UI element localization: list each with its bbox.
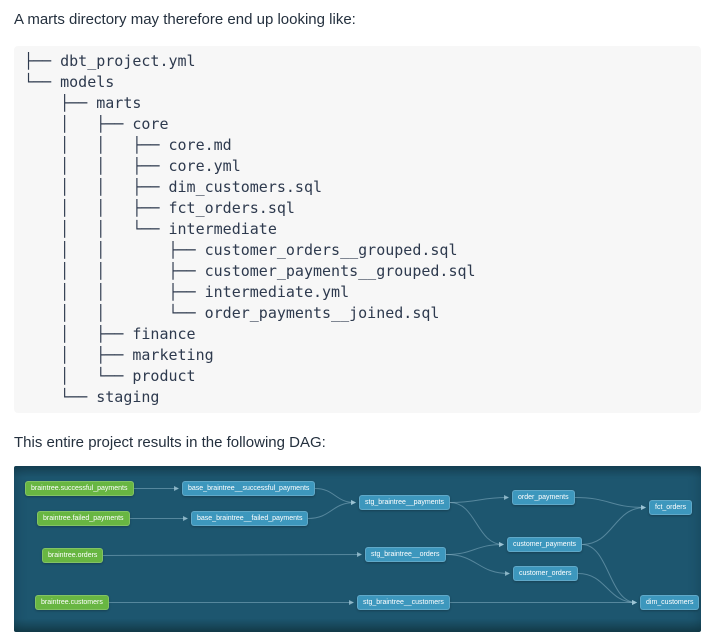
dag-edge-stg_braintree__payments-to-customer_payments	[449, 502, 504, 547]
dag-edge-order_payments-to-fct_orders	[574, 497, 646, 510]
dag-node-braintree_successful_payments: braintree.successful_payments	[25, 481, 134, 496]
dag-node-stg_braintree__payments: stg_braintree__payments	[359, 495, 450, 510]
page-intro-text: A marts directory may therefore end up l…	[14, 11, 356, 28]
dag-image: braintree.successful_payments base_braint…	[14, 466, 701, 632]
dag-node-braintree_orders: braintree.orders	[42, 548, 104, 563]
directory-tree-code-block: ├── dbt_project.yml └── models ├── marts…	[14, 46, 701, 413]
dag-node-braintree_customers: braintree.customers	[35, 595, 109, 610]
dag-node-fct_orders: fct_orders	[649, 500, 693, 515]
dag-node-dim_customers: dim_customers	[640, 595, 700, 610]
dag-node-customer_payments: customer_payments	[507, 537, 583, 552]
dag-node-braintree_failed_payments: braintree.failed_payments	[37, 511, 130, 526]
dag-node-base_braintree__successful_payments: base_braintree__successful_payments	[182, 481, 316, 496]
dag-edge-customer_payments-to-dim_customers	[581, 544, 637, 605]
dag-edge-customer_orders-to-dim_customers	[577, 573, 637, 605]
dag-edge-customer_payments-to-fct_orders	[581, 505, 646, 545]
dag-node-customer_orders: customer_orders	[513, 566, 578, 581]
dag-edge-stg_braintree__payments-to-order_payments	[449, 495, 509, 503]
dag-intro-text: This entire project results in the follo…	[14, 434, 326, 451]
directory-tree-code: ├── dbt_project.yml └── models ├── marts…	[24, 52, 476, 406]
dag-edges-svg	[102, 486, 646, 605]
dag-edge-stg_braintree__orders-to-customer_payments	[445, 542, 504, 555]
dag-edge-stg_braintree__orders-to-customer_orders	[445, 554, 510, 576]
dag-node-stg_braintree__orders: stg_braintree__orders	[365, 547, 446, 562]
dag-node-stg_braintree__customers: stg_braintree__customers	[357, 595, 450, 610]
dag-node-base_braintree__failed_payments: base_braintree__failed_payments	[191, 511, 309, 526]
dag-node-order_payments: order_payments	[512, 490, 575, 505]
dag-edge-braintree_orders-to-stg_braintree__orders	[102, 552, 362, 558]
dag-edge-base_braintree__failed_payments-to-stg_braintree__payments	[307, 500, 356, 519]
dag-edge-base_braintree__successful_payments-to-stg_braintree__payments	[314, 488, 356, 505]
